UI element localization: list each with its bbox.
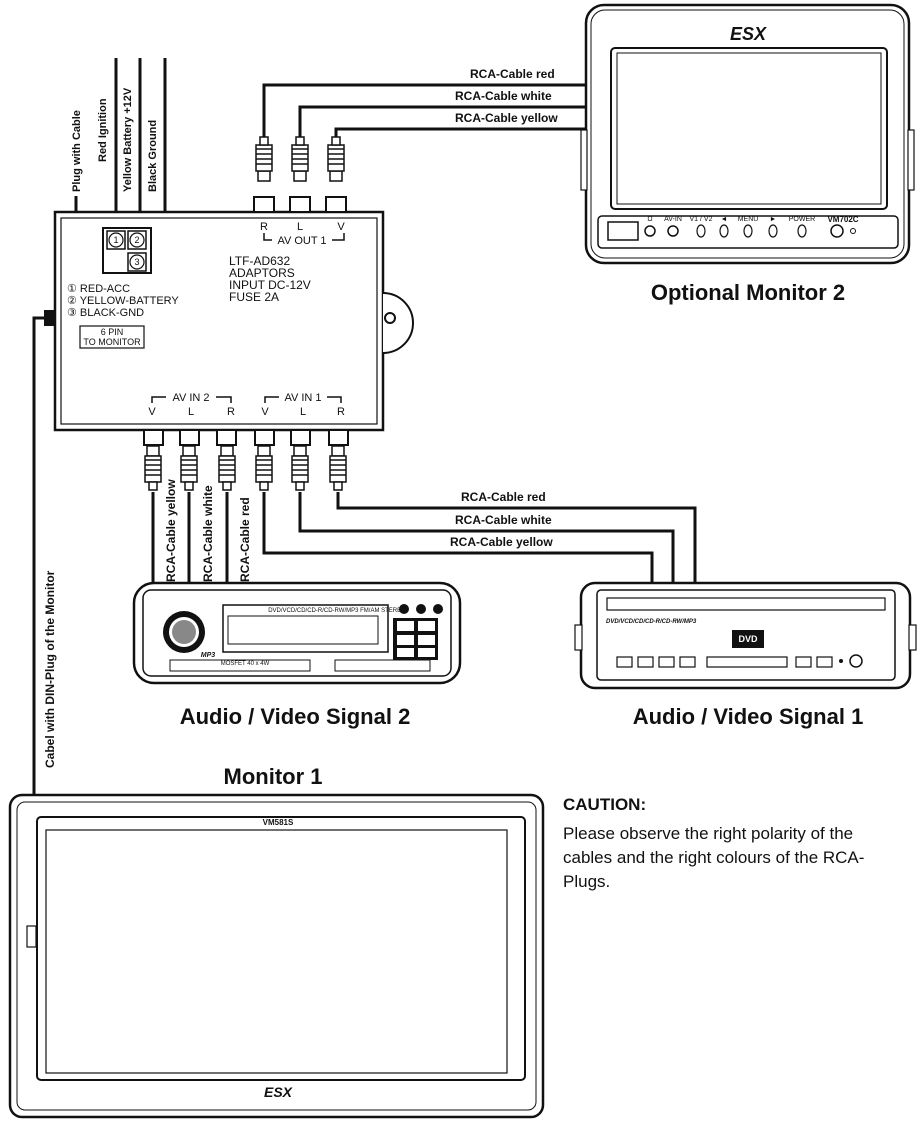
- rca-plug-in-3: [218, 445, 236, 491]
- av-in-2-l: L: [188, 406, 194, 418]
- monitor-2-avin-label: AV-IN: [664, 216, 682, 223]
- caution-title: CAUTION:: [563, 795, 647, 814]
- pin-2: 2: [134, 235, 139, 245]
- av-in-1-l: L: [300, 406, 306, 418]
- pin-3: 3: [134, 257, 139, 267]
- monitor-2-menu-label: MENU: [738, 216, 759, 223]
- adapter-model: LTF-AD632: [229, 254, 290, 268]
- source-2-display-text: DVD/VCD/CD/CD-R/CD-RW/MP3 FM/AM STEREO: [268, 608, 406, 614]
- rca-plug-in-1: [144, 445, 162, 491]
- rca-plug-in-4: [255, 445, 273, 491]
- monitor-2-power-label: POWER: [789, 216, 815, 223]
- cables-in2: [151, 492, 229, 588]
- source-2-mp3: MP3: [201, 652, 216, 659]
- adapter-fuse: FUSE 2A: [229, 290, 279, 304]
- din-cable-label: Cabel with DIN-Plug of the Monitor: [43, 570, 57, 768]
- cable-in1-red: RCA-Cable red: [461, 490, 546, 504]
- source-1-dvd-logo: DVD: [738, 634, 758, 644]
- label-yellow-battery: Yellow Battery +12V: [122, 87, 134, 192]
- monitor-2: ESX Ω AV-IN V1 / V2 ◄ MENU ► POWER VM702…: [580, 3, 915, 265]
- av-in-labels: AV IN 2 V L R AV IN 1 V L R: [148, 392, 345, 418]
- av-in-1-v: V: [261, 406, 269, 418]
- monitor-2-caption: Optional Monitor 2: [651, 280, 845, 305]
- monitor-2-right-label: ►: [770, 216, 777, 223]
- adapter-type: ADAPTORS: [229, 266, 295, 280]
- cables-top: [262, 83, 586, 137]
- legend-red-acc: ① RED-ACC: [67, 283, 130, 295]
- cable-in1-yellow: RCA-Cable yellow: [450, 535, 553, 549]
- source-1-strip: DVD/VCD/CD/CD-R/CD-RW/MP3: [606, 619, 697, 625]
- av-in-2-r: R: [227, 406, 235, 418]
- monitor-2-left-label: ◄: [721, 216, 728, 223]
- monitor-1-brand-logo: ESX: [264, 1084, 294, 1100]
- adapter-input: INPUT DC-12V: [229, 278, 311, 292]
- cable-in2-white: RCA-Cable white: [201, 485, 215, 582]
- label-plug-with-cable: Plug with Cable: [71, 110, 83, 192]
- monitor-1: VM581S ESX: [8, 793, 545, 1119]
- power-connector: 1 2 3: [102, 227, 152, 274]
- monitor-2-brand-logo: ESX: [730, 24, 767, 44]
- av-in-ports: [143, 429, 349, 446]
- av-out-v: V: [337, 221, 345, 233]
- source-1-dvd-player: DVD/VCD/CD/CD-R/CD-RW/MP3 DVD: [574, 581, 917, 690]
- monitor-1-model: VM581S: [263, 818, 294, 827]
- rca-plug-in-6: [329, 445, 347, 491]
- av-out-1-group: R L V AV OUT 1: [253, 196, 347, 247]
- din-cable: [32, 310, 56, 795]
- cable-top-yellow: RCA-Cable yellow: [455, 111, 558, 125]
- 6-pin-label: 6 PIN: [101, 327, 124, 337]
- pin-1: 1: [113, 235, 118, 245]
- label-black-ground: Black Ground: [147, 120, 159, 192]
- source-2-caption: Audio / Video Signal 2: [180, 704, 411, 729]
- monitor-1-caption: Monitor 1: [224, 764, 323, 789]
- av-in-2-v: V: [148, 406, 156, 418]
- label-red-ignition: Red Ignition: [97, 98, 109, 162]
- cable-top-white: RCA-Cable white: [455, 89, 552, 103]
- cable-in2-yellow: RCA-Cable yellow: [164, 479, 178, 582]
- caution-body: Please observe the right polarity of the…: [563, 824, 865, 891]
- av-in-1-label: AV IN 1: [284, 392, 321, 404]
- av-in-1-r: R: [337, 406, 345, 418]
- to-monitor-label: TO MONITOR: [83, 337, 141, 347]
- rca-plug-out-r: [255, 136, 273, 182]
- cables-in1: [262, 492, 697, 590]
- source-2-head-unit: DVD/VCD/CD/CD-R/CD-RW/MP3 FM/AM STEREO M…: [132, 581, 462, 685]
- rca-plug-in-5: [291, 445, 309, 491]
- av-out-1-label: AV OUT 1: [277, 235, 326, 247]
- legend-black-gnd: ③ BLACK-GND: [67, 307, 144, 319]
- monitor-2-v1v2-label: V1 / V2: [690, 216, 713, 223]
- 6-pin-box: [79, 325, 145, 349]
- rca-plugs: [144, 136, 347, 491]
- cable-top-red: RCA-Cable red: [470, 67, 555, 81]
- av-in-2-label: AV IN 2: [172, 392, 209, 404]
- av-out-r: R: [260, 221, 268, 233]
- cable-in2-red: RCA-Cable red: [238, 497, 252, 582]
- rca-plug-in-2: [180, 445, 198, 491]
- av-out-l: L: [297, 221, 303, 233]
- monitor-2-model: VM702C: [827, 215, 858, 224]
- cable-in1-white: RCA-Cable white: [455, 513, 552, 527]
- monitor-2-headphone-label: Ω: [647, 216, 652, 223]
- legend-yellow-battery: ② YELLOW-BATTERY: [67, 295, 179, 307]
- source-1-caption: Audio / Video Signal 1: [633, 704, 864, 729]
- rca-plug-out-v: [327, 136, 345, 182]
- rca-plug-out-l: [291, 136, 309, 182]
- source-2-mosfet: MOSFET 40 x 4W: [221, 661, 270, 667]
